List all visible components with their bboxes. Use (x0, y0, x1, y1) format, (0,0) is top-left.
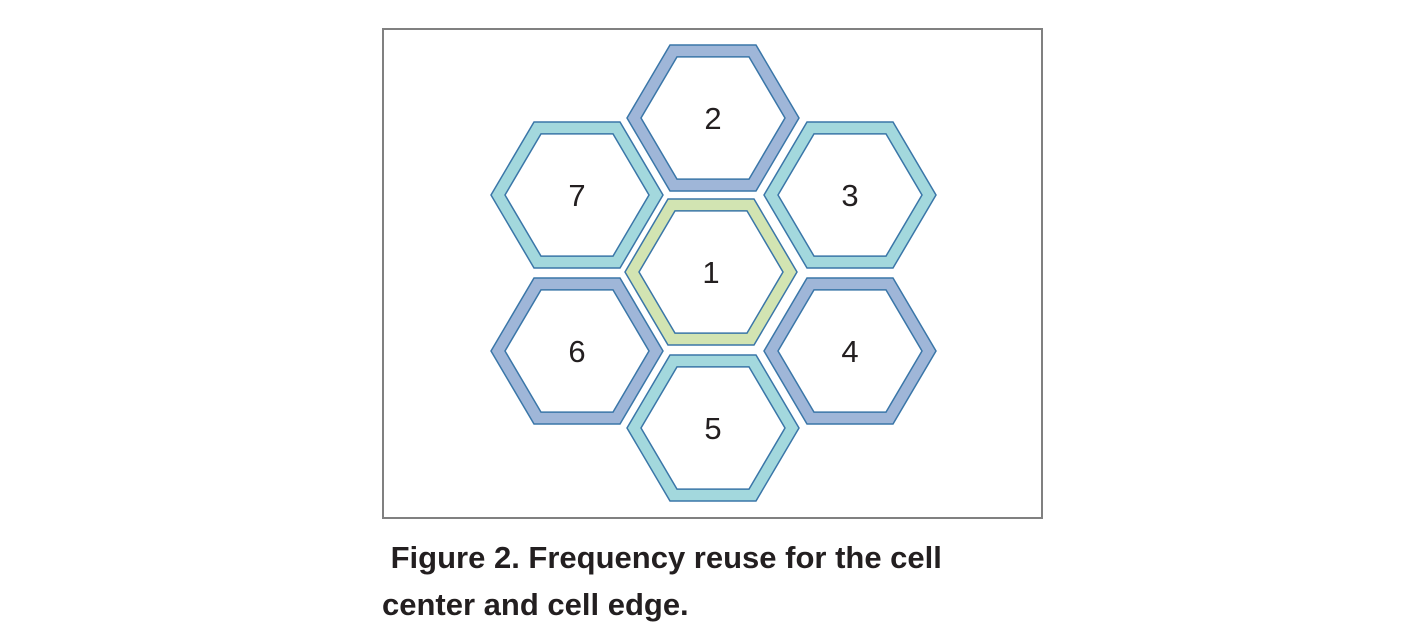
cell-5-center-area (640, 366, 786, 490)
cell-7-label: 7 (568, 178, 585, 213)
cell-1-center-area (638, 210, 784, 334)
cells-layer: 1 2 3 4 5 6 7 (490, 44, 937, 502)
cell-6-center-area (504, 289, 650, 413)
cell-4-label: 4 (841, 334, 858, 369)
cell-1-label: 1 (702, 255, 719, 290)
cell-4: 4 (763, 277, 937, 425)
cell-3-center-area (777, 133, 923, 257)
cell-6-label: 6 (568, 334, 585, 369)
cell-2: 2 (626, 44, 800, 192)
caption-line-2: center and cell edge. (382, 587, 689, 622)
cell-2-center-area (640, 56, 786, 180)
caption-line-1: Figure 2. Frequency reuse for the cell (382, 540, 942, 575)
cell-1: 1 (624, 198, 798, 346)
cell-4-center-area (777, 289, 923, 413)
cell-3-label: 3 (841, 178, 858, 213)
figure-caption: Figure 2. Frequency reuse for the cell c… (382, 534, 1102, 628)
cell-7-center-area (504, 133, 650, 257)
cell-6: 6 (490, 277, 664, 425)
cell-7: 7 (490, 121, 664, 269)
cell-5: 5 (626, 354, 800, 502)
cell-5-label: 5 (704, 411, 721, 446)
cell-3: 3 (763, 121, 937, 269)
cell-2-label: 2 (704, 101, 721, 136)
